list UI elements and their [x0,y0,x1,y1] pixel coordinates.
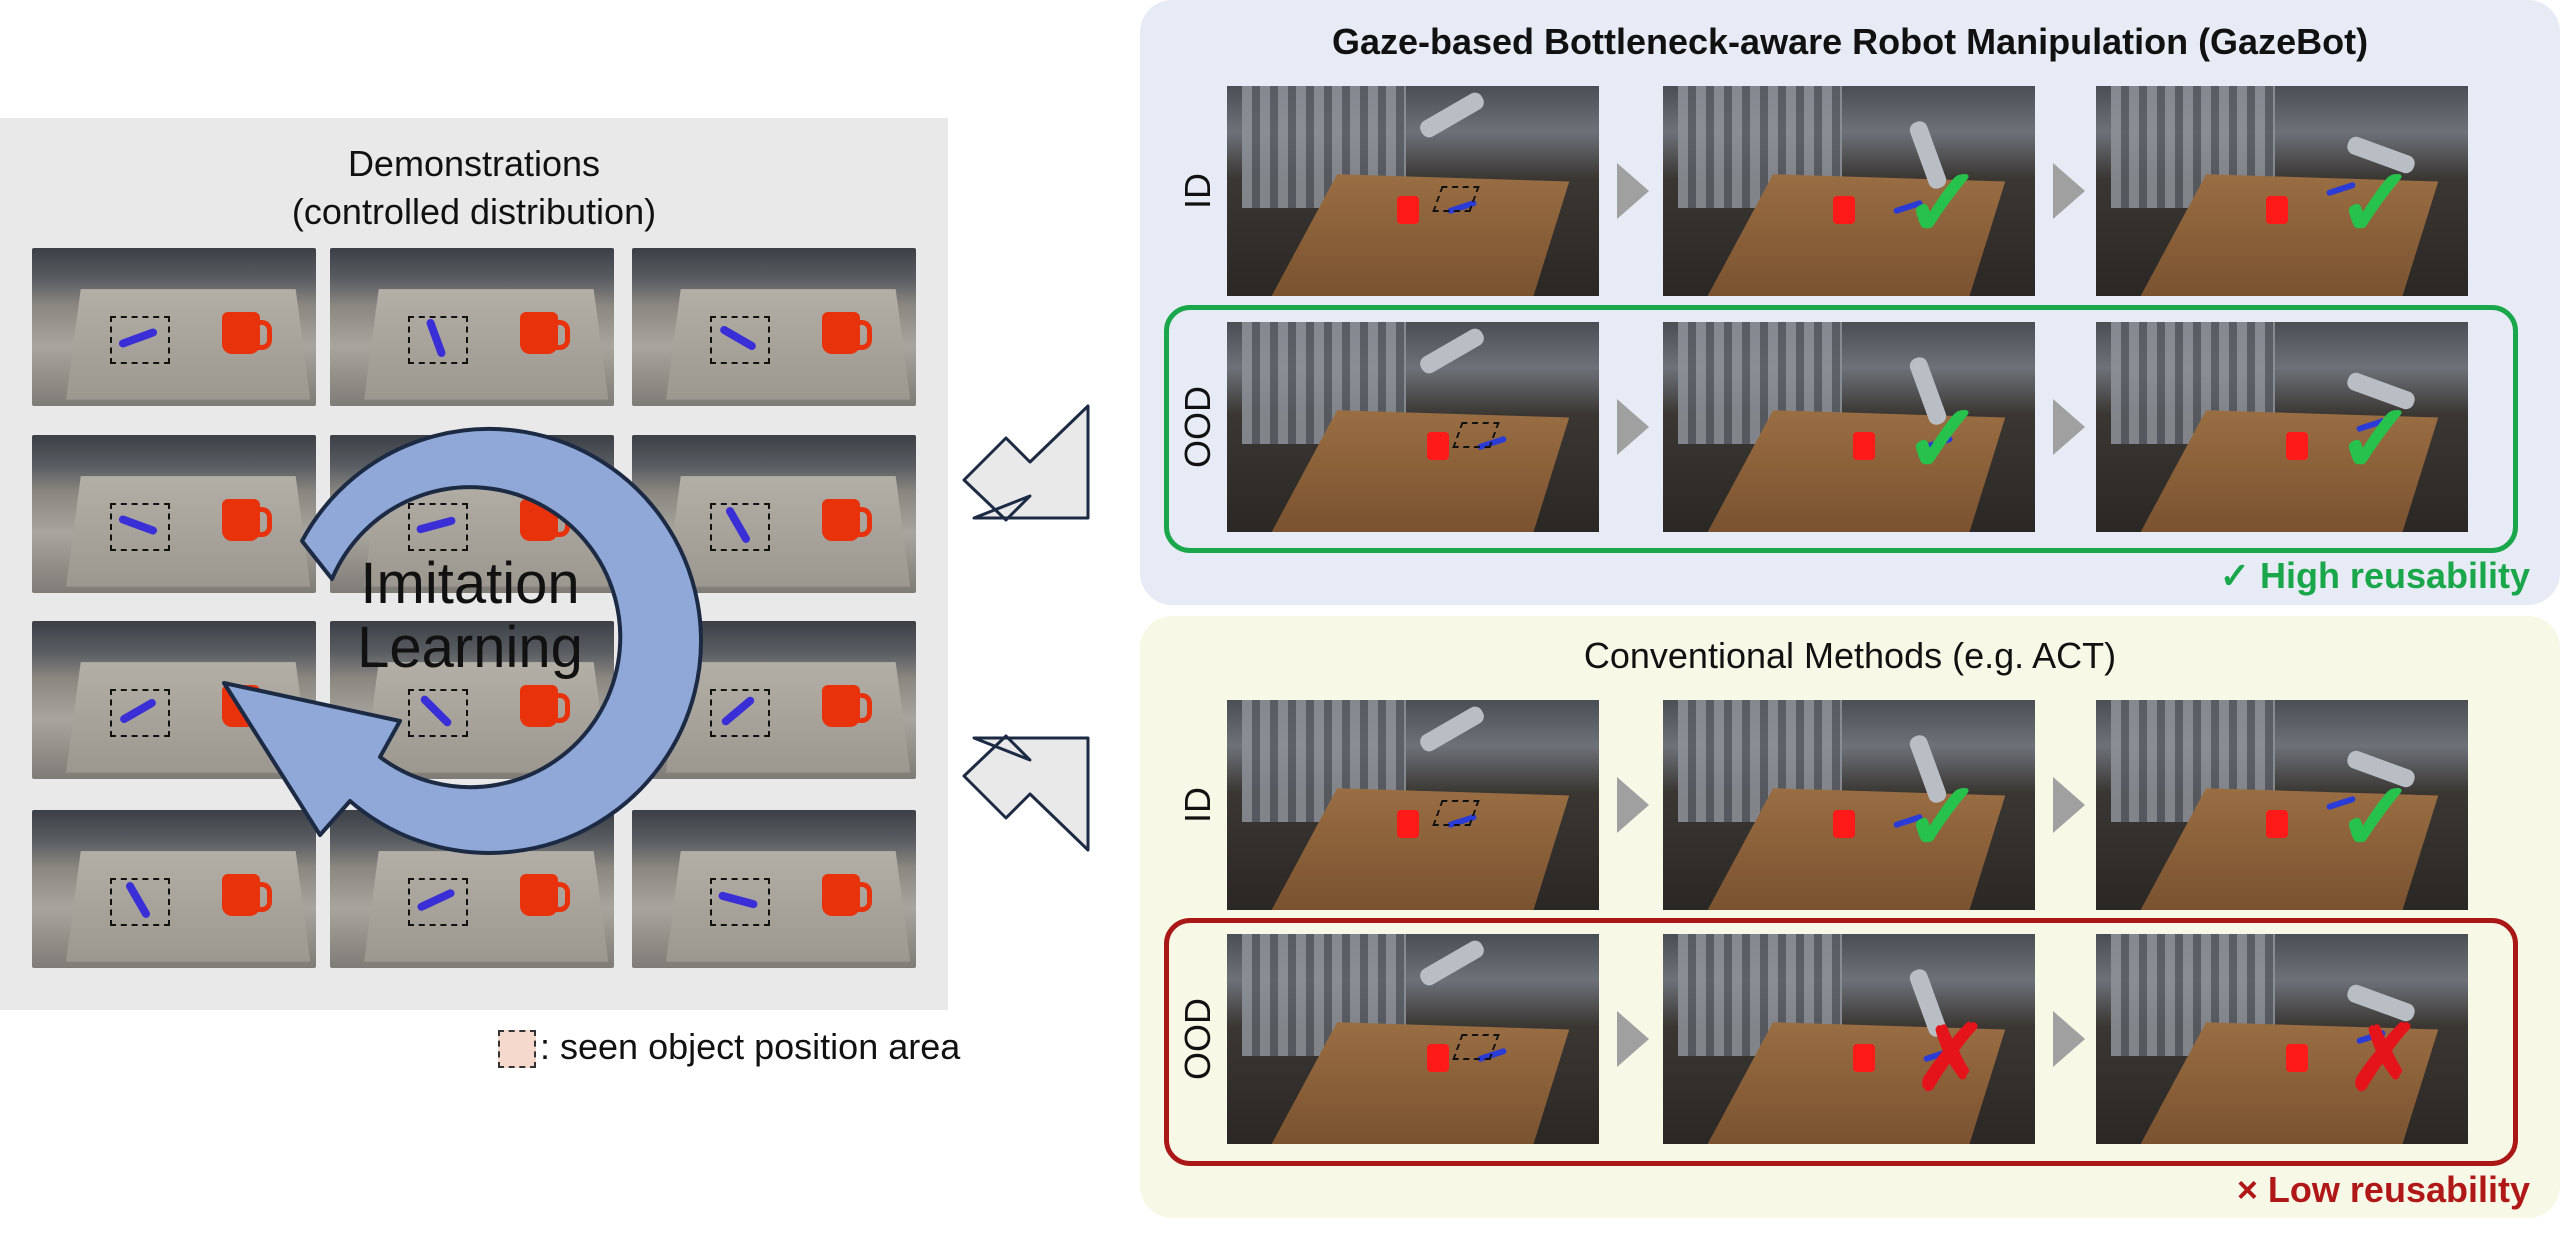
row-label-text: ID [1177,173,1218,209]
imitation-learning-label: Imitation Learning [260,552,680,680]
row-label-text: OOD [1177,997,1219,1081]
red-cup-object [1833,196,1855,224]
check-icon: ✓ [2336,386,2417,493]
seen-area-outline [110,878,170,926]
demonstration-thumbnail [632,621,916,779]
red-cup-object [2266,810,2288,838]
legend-text: : seen object position area [540,1026,961,1067]
red-cup-object [1853,432,1875,460]
demonstrations-title-line2: (controlled distribution) [291,191,657,232]
seen-area-outline [110,689,170,737]
robot-frame-3: ✓ [2096,322,2468,532]
demonstrations-title-line1: Demonstrations [347,143,601,184]
red-cup-object [222,312,272,354]
demonstration-thumbnail [32,435,316,593]
demonstrations-title: Demonstrations (controlled distribution) [0,140,948,236]
block-arrow-down-right-icon [962,734,1090,852]
row-label-text: OOD [1177,385,1219,469]
imitation-label-line1: Imitation [360,551,580,616]
imitation-cycle-arrow-icon [222,426,703,855]
seen-area-outline [408,503,468,551]
imitation-label-line2: Learning [357,615,583,680]
seen-area-outline [710,503,770,551]
check-icon: ✓ [2336,764,2417,871]
red-cup-object [222,499,272,541]
red-cup-object [2286,1044,2308,1072]
red-cup-object [520,312,570,354]
red-cup-object [2286,432,2308,460]
robot-arm [1417,325,1487,377]
seen-area-swatch [498,1030,536,1068]
high-reusability-label: ✓ High reusability [2219,555,2530,596]
block-arrow-up-right-icon [962,404,1090,522]
seen-area-outline [710,689,770,737]
robot-frame-1 [1227,934,1599,1144]
check-icon: ✓ [1903,764,1984,871]
seen-area-outline [710,316,770,364]
robot-frame-2: ✓ [1663,700,2035,910]
red-cup-object [1397,810,1419,838]
sequence-arrow-icon [2053,163,2085,219]
gazebot-title: Gaze-based Bottleneck-aware Robot Manipu… [1331,21,2369,62]
red-cup-object [1853,1044,1875,1072]
seen-area-outline [110,503,170,551]
demonstration-thumbnail [32,248,316,406]
sequence-arrow-icon [2053,777,2085,833]
red-cup-object [1427,1044,1449,1072]
check-icon: ✓ [1903,150,1984,257]
red-cup-object [520,685,570,727]
sequence-arrow-icon [2053,399,2085,455]
seen-area-outline [408,689,468,737]
robot-arm [1417,89,1487,141]
demonstration-thumbnail [330,248,614,406]
conventional-ood-highlight-box [1164,918,2518,1166]
robot-frame-1 [1227,86,1599,296]
low-reusability-label: × Low reusability [2236,1169,2530,1210]
demonstration-thumbnail [632,248,916,406]
red-cup-object [1427,432,1449,460]
robot-frame-3: ✓ [2096,700,2468,910]
red-cup-object [2266,196,2288,224]
red-cup-object [1833,810,1855,838]
seen-area-outline [408,316,468,364]
red-cup-object [822,874,872,916]
seen-area-outline [408,878,468,926]
row-label-ood: OOD [1168,322,1228,532]
robot-frame-1 [1227,322,1599,532]
row-label-text: ID [1177,787,1218,823]
red-cup-object [822,499,872,541]
robot-arm [1417,937,1487,989]
robot-frame-3: ✗ [2096,934,2468,1144]
row-label-id: ID [1168,700,1228,910]
sequence-arrow-icon [1617,163,1649,219]
robot-frame-2: ✗ [1663,934,2035,1144]
sequence-arrow-icon [2053,1011,2085,1067]
red-cup-object [1397,196,1419,224]
robot-arm [1417,703,1487,755]
row-label-ood: OOD [1168,934,1228,1144]
check-icon: ✓ [1903,386,1984,493]
check-icon: ✓ [2336,150,2417,257]
seen-area-outline [110,316,170,364]
row-label-id: ID [1168,86,1228,296]
demonstration-thumbnail [632,810,916,968]
cross-icon: ✗ [2346,1009,2422,1109]
red-cup-object [822,312,872,354]
red-cup-object [520,874,570,916]
robot-frame-2: ✓ [1663,322,2035,532]
sequence-arrow-icon [1617,777,1649,833]
red-cup-object [822,685,872,727]
conventional-title: Conventional Methods (e.g. ACT) [1583,635,2117,676]
demonstration-thumbnail [32,810,316,968]
sequence-arrow-icon [1617,399,1649,455]
seen-area-outline [710,878,770,926]
robot-frame-1 [1227,700,1599,910]
gazebot-ood-highlight-box [1164,305,2518,553]
robot-frame-3: ✓ [2096,86,2468,296]
cross-icon: ✗ [1913,1009,1989,1109]
sequence-arrow-icon [1617,1011,1649,1067]
red-cup-object [222,874,272,916]
robot-frame-2: ✓ [1663,86,2035,296]
